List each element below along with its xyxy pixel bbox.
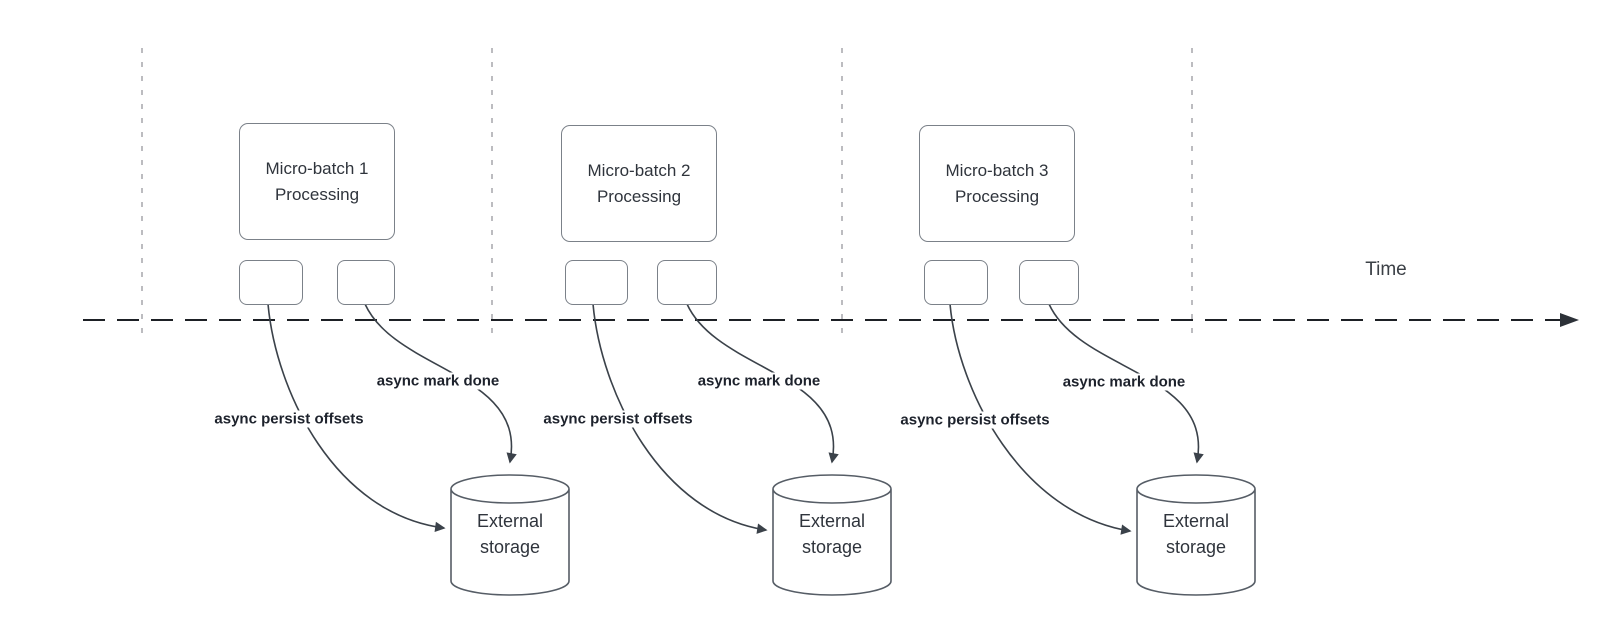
micro-batch-3-box: Micro-batch 3 Processing <box>919 125 1075 242</box>
mark-done-label-3: async mark done <box>1060 373 1188 391</box>
persist-offsets-label-2: async persist offsets <box>541 410 695 428</box>
mark-done-node-3 <box>1019 260 1079 305</box>
persist-offsets-node-1 <box>239 260 303 305</box>
persist-offsets-arrow-1 <box>267 303 446 533</box>
persist-offsets-label-1: async persist offsets <box>212 410 366 428</box>
time-axis-label: Time <box>1365 259 1407 280</box>
persist-offsets-arrow-2 <box>592 303 768 534</box>
external-storage-label-2: External storage <box>798 511 866 557</box>
external-storage-cylinder-3 <box>1136 474 1256 596</box>
mark-done-node-2 <box>657 260 717 305</box>
persist-offsets-node-2 <box>565 260 628 305</box>
external-storage-label-1: External storage <box>476 511 544 557</box>
mark-done-label-1: async mark done <box>374 372 502 390</box>
time-axis-arrowhead-icon <box>1560 313 1579 327</box>
mark-done-label-2: async mark done <box>695 372 823 390</box>
persist-offsets-label-3: async persist offsets <box>898 411 1052 429</box>
persist-offsets-arrow-3 <box>949 303 1132 535</box>
external-storage-cylinder-2 <box>772 474 892 596</box>
external-storage-label-3: External storage <box>1162 511 1230 557</box>
mark-done-node-1 <box>337 260 395 305</box>
micro-batch-2-box: Micro-batch 2 Processing <box>561 125 717 242</box>
external-storage-cylinder-1 <box>450 474 570 596</box>
persist-offsets-node-3 <box>924 260 988 305</box>
micro-batch-1-box: Micro-batch 1 Processing <box>239 123 395 240</box>
